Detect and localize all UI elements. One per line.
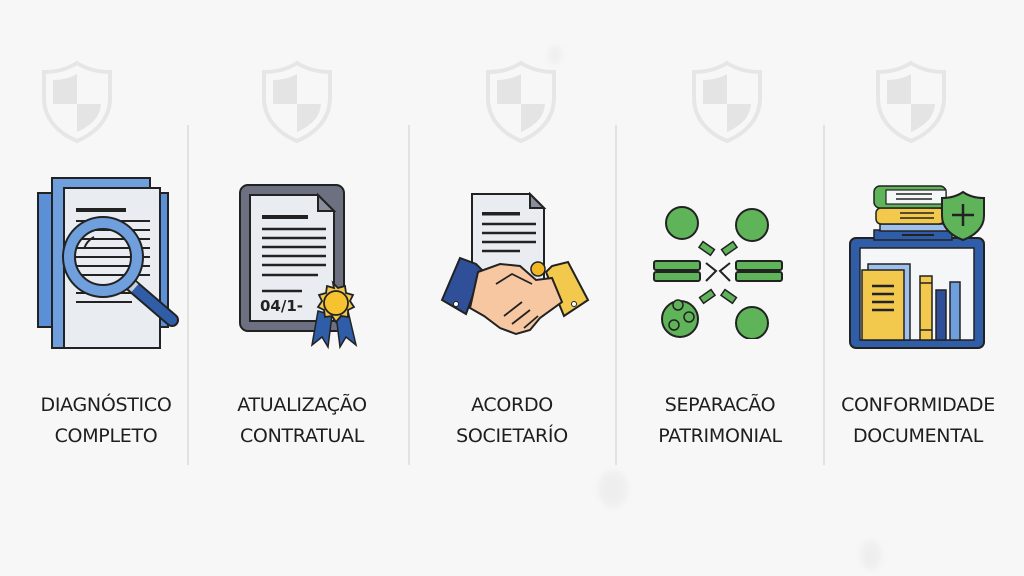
label-line-2: COMPLETO bbox=[54, 425, 158, 447]
shield-icon bbox=[692, 60, 762, 144]
books-shield-shelf-icon bbox=[849, 185, 985, 349]
label-line-1: SEPARACÃO bbox=[664, 394, 776, 416]
label-line-2: DOCUMENTAL bbox=[852, 425, 984, 447]
label-atualizacao: ATUALIZAÇÃO CONTRATUAL bbox=[202, 390, 402, 452]
background-smudge bbox=[860, 540, 882, 570]
background-smudge bbox=[548, 46, 562, 64]
shield-icon bbox=[486, 60, 556, 144]
label-line-1: CONFORMIDADE bbox=[841, 394, 995, 416]
column-divider bbox=[823, 125, 825, 465]
label-line-2: SOCIETARÍO bbox=[456, 425, 568, 447]
label-acordo: ACORDO SOCIETARÍO bbox=[412, 390, 612, 452]
label-separacao: SEPARACÃO PATRIMONIAL bbox=[620, 390, 820, 452]
certificate-document-icon: 04/1- bbox=[239, 184, 358, 350]
shield-icon bbox=[876, 60, 946, 144]
document-date-text: 04/1- bbox=[260, 297, 303, 315]
column-divider bbox=[187, 125, 189, 465]
separation-cells-icon bbox=[653, 206, 783, 339]
column-divider bbox=[615, 125, 617, 465]
label-line-1: ACORDO bbox=[471, 394, 553, 416]
label-diagnostico: DIAGNÓSTICO COMPLETO bbox=[6, 390, 206, 452]
shield-icon bbox=[262, 60, 332, 144]
shield-icon bbox=[42, 60, 112, 144]
background-smudge bbox=[598, 470, 628, 508]
label-line-1: DIAGNÓSTICO bbox=[40, 394, 172, 416]
label-line-2: PATRIMONIAL bbox=[658, 425, 782, 447]
handshake-contract-icon bbox=[440, 192, 590, 336]
label-line-2: CONTRATUAL bbox=[239, 425, 365, 447]
document-magnifier-icon bbox=[37, 177, 179, 349]
column-divider bbox=[408, 125, 410, 465]
label-line-1: ATUALIZAÇÃO bbox=[237, 394, 367, 416]
label-conformidade: CONFORMIDADE DOCUMENTAL bbox=[818, 390, 1018, 452]
